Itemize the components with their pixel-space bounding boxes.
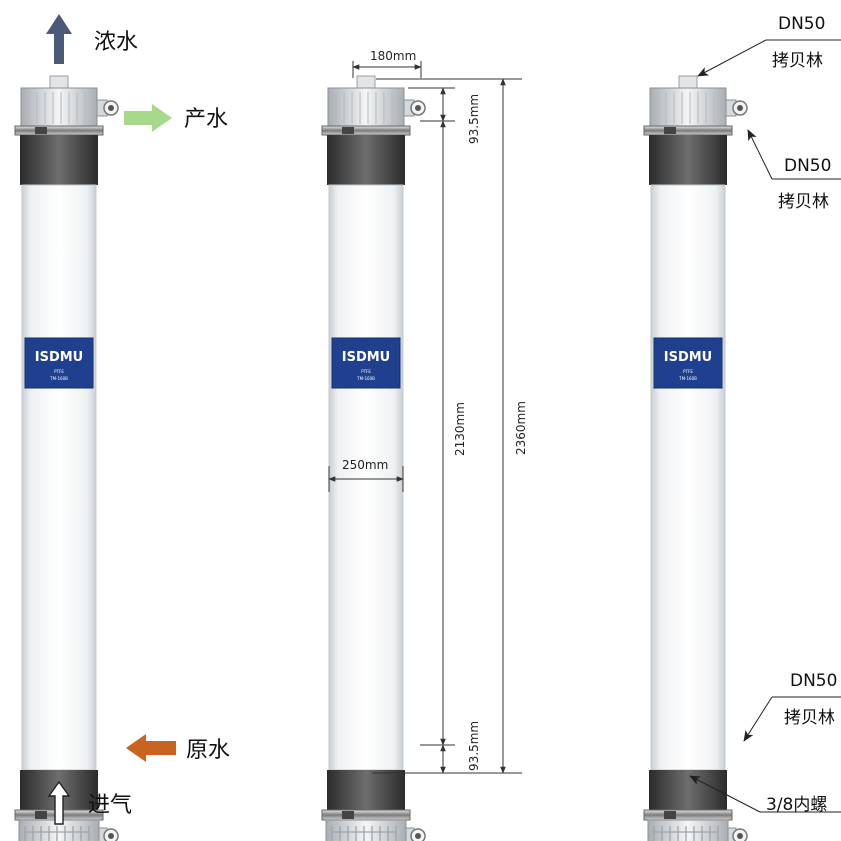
badge-model-text: TM-160B [356, 376, 375, 381]
dimension-body-length: 2130mm [440, 120, 467, 746]
callout-upper-type: 拷贝林 [778, 192, 829, 212]
badge-model-text: TM-160B [678, 376, 697, 381]
membrane-module-left: ISDMU PTFE TM-160B [14, 75, 119, 841]
badge-brand-text: ISDMU [35, 350, 83, 365]
up-arrow-icon [46, 14, 72, 64]
dimension-total-length: 2360mm [372, 78, 528, 774]
badge-model-text: TM-160B [49, 376, 68, 381]
feed-inlet: 原水 [126, 734, 230, 763]
callout-bottom-connection: 3/8内螺 [689, 775, 841, 815]
badge-material-text: PTFE [361, 369, 371, 374]
left-arrow-icon [126, 734, 176, 762]
total-length-value: 2360mm [514, 401, 528, 455]
callout-lower-type: 拷贝林 [784, 708, 835, 728]
right-arrow-icon [124, 104, 172, 132]
badge-material-text: PTFE [683, 369, 693, 374]
top-width-value: 180mm [370, 49, 416, 63]
membrane-module-middle: ISDMU PTFE TM-160B [321, 75, 426, 841]
callout-top-connection: DN50 拷贝林 [697, 14, 841, 77]
callout-lower-size: DN50 [790, 671, 837, 691]
callout-top-size: DN50 [778, 14, 825, 34]
cap-bottom-value: 93.5mm [467, 721, 481, 771]
product-badge-middle: ISDMU PTFE TM-160B [331, 337, 401, 389]
callout-lower-side-connection: DN50 拷贝林 [743, 671, 841, 742]
membrane-module-right: ISDMU PTFE TM-160B [643, 75, 748, 841]
product-badge-right: ISDMU PTFE TM-160B [653, 337, 723, 389]
dimension-cap-top: 93.5mm [408, 87, 481, 144]
cap-top-value: 93.5mm [467, 94, 481, 144]
feed-label: 原水 [186, 738, 230, 763]
callout-upper-size: DN50 [784, 156, 831, 176]
callout-upper-side-connection: DN50 拷贝林 [747, 129, 841, 212]
dimension-cap-bottom: 93.5mm [420, 721, 481, 774]
air-in-label: 进气 [88, 793, 132, 818]
badge-material-text: PTFE [54, 369, 64, 374]
concentrate-outlet: 浓水 [46, 14, 138, 64]
dimension-body-diameter: 250mm [328, 458, 404, 492]
hollow-up-arrow-icon [47, 780, 71, 825]
concentrate-label: 浓水 [94, 30, 138, 55]
air-inlet: 进气 [47, 780, 132, 825]
permeate-outlet: 产水 [124, 104, 228, 132]
product-badge-left: ISDMU PTFE TM-160B [24, 337, 94, 389]
badge-brand-text: ISDMU [342, 350, 390, 365]
callout-top-type: 拷贝林 [772, 51, 823, 71]
dimension-top-width: 180mm [352, 49, 422, 78]
permeate-label: 产水 [184, 107, 228, 132]
body-diameter-value: 250mm [342, 458, 388, 472]
callout-bottom-text: 3/8内螺 [766, 795, 827, 815]
body-length-value: 2130mm [453, 402, 467, 456]
badge-brand-text: ISDMU [664, 350, 712, 365]
